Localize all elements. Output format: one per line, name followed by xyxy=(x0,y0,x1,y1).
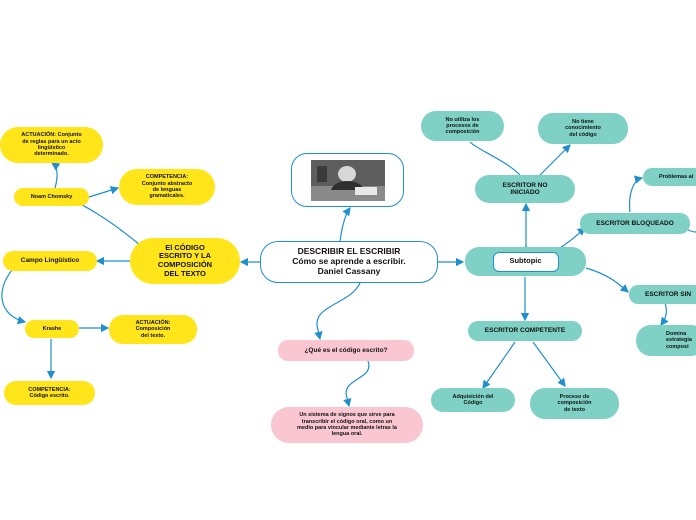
campo-linguistico-node[interactable]: Campo Lingüístico xyxy=(3,251,97,271)
problemas-node[interactable]: Problemas al xyxy=(643,168,696,186)
actuacion-krashe-node[interactable]: ACTUACIÓN: Composición del texto. xyxy=(109,315,197,344)
proceso-node[interactable]: Proceso de composición de texto xyxy=(530,388,619,419)
noam-chomsky-node[interactable]: Noam Chomsky xyxy=(14,188,89,206)
escritor-sin-node[interactable]: ESCRITOR SIN xyxy=(629,285,696,304)
no-tiene-node[interactable]: No tiene conocimiento del código xyxy=(538,113,628,144)
codigo-escrito-node[interactable]: El CÓDIGO ESCRITO Y LA COMPOSICIÓN DEL T… xyxy=(130,238,240,284)
domina-node[interactable]: Domina estrategia composi xyxy=(636,325,696,356)
escritor-competente-node[interactable]: ESCRITOR COMPETENTE xyxy=(468,321,582,341)
escritor-bloqueado-node[interactable]: ESCRITOR BLOQUEADO xyxy=(580,213,690,234)
competencia-krashe-node[interactable]: COMPETENCIA: Código escrito. xyxy=(4,381,95,405)
subtopic-label: Subtopic xyxy=(492,251,559,272)
actuacion-chomsky-node[interactable]: ACTUACIÓN: Conjunto de reglas para un ac… xyxy=(0,127,103,163)
no-utiliza-node[interactable]: No utiliza los procesos de composición xyxy=(421,111,504,141)
central-topic[interactable]: DESCRIBIR EL ESCRIBIR Cómo se aprende a … xyxy=(260,241,438,283)
writer-photo-icon xyxy=(311,160,385,201)
adquisicion-node[interactable]: Adquisición del Código xyxy=(431,388,515,412)
answer-node[interactable]: Un sistema de signos que sirve para tran… xyxy=(271,407,423,443)
competencia-chomsky-node[interactable]: COMPETENCIA: Conjunto abstracto de lengu… xyxy=(119,169,215,205)
subtopic-node[interactable]: Subtopic xyxy=(465,247,586,276)
krashe-node[interactable]: Krashe xyxy=(25,320,79,338)
image-node[interactable] xyxy=(291,153,404,207)
question-node[interactable]: ¿Qué es el código escrito? xyxy=(278,340,414,361)
escritor-no-iniciado-node[interactable]: ESCRITOR NO INICIADO xyxy=(475,175,575,203)
